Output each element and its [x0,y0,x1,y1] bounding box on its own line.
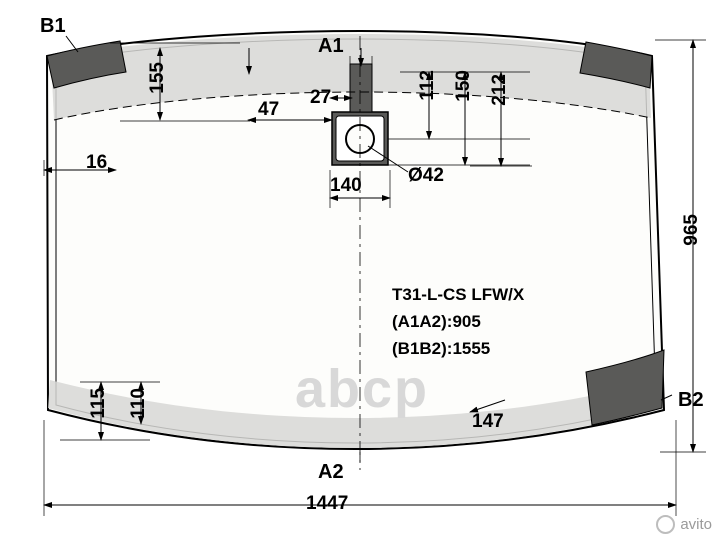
dim-label-140: 140 [330,175,362,196]
part-code: T31-L-CS LFW/X [392,285,525,304]
band-dashed-contour [53,91,652,121]
dim-147-leader [469,399,506,413]
corner-block-top-right [579,41,653,89]
label-a2: A2 [318,461,344,483]
avito-logo-icon [656,515,676,534]
dim-label-hole-diameter: Ø42 [408,165,444,186]
dim-label-115: 115 [88,388,109,419]
bottom-ceramic-band [48,380,663,448]
corner-block-b2 [585,349,665,426]
dim-label-1447: 1447 [306,493,349,514]
dim-label-155: 155 [147,62,168,94]
avito-watermark: avito [656,515,712,534]
dim-label-112: 112 [417,70,438,101]
hole-leader [367,145,409,173]
dim-label-47: 47 [258,99,280,120]
dim-label-147: 147 [472,411,504,432]
mirror-bracket-stem [349,63,373,113]
avito-brand-text: avito [680,516,712,533]
dim-label-27: 27 [310,87,332,108]
label-a1: A1 [318,35,344,57]
b1-leader [65,35,79,53]
dim-label-16: 16 [86,152,108,173]
label-b2: B2 [678,389,704,411]
b2-leader [660,394,673,401]
part-dim-a1a2: (A1A2):905 [392,312,481,331]
dim-label-212: 212 [489,74,510,106]
label-b1: B1 [40,15,66,37]
windshield-outline [45,29,666,451]
watermark-abcp: abcp [295,359,430,419]
corner-block-b1 [46,40,127,89]
dim-label-110: 110 [128,388,149,419]
dim-label-965: 965 [681,214,702,246]
part-dim-b1b2: (B1B2):1555 [392,339,491,358]
dim-label-150: 150 [453,70,474,102]
